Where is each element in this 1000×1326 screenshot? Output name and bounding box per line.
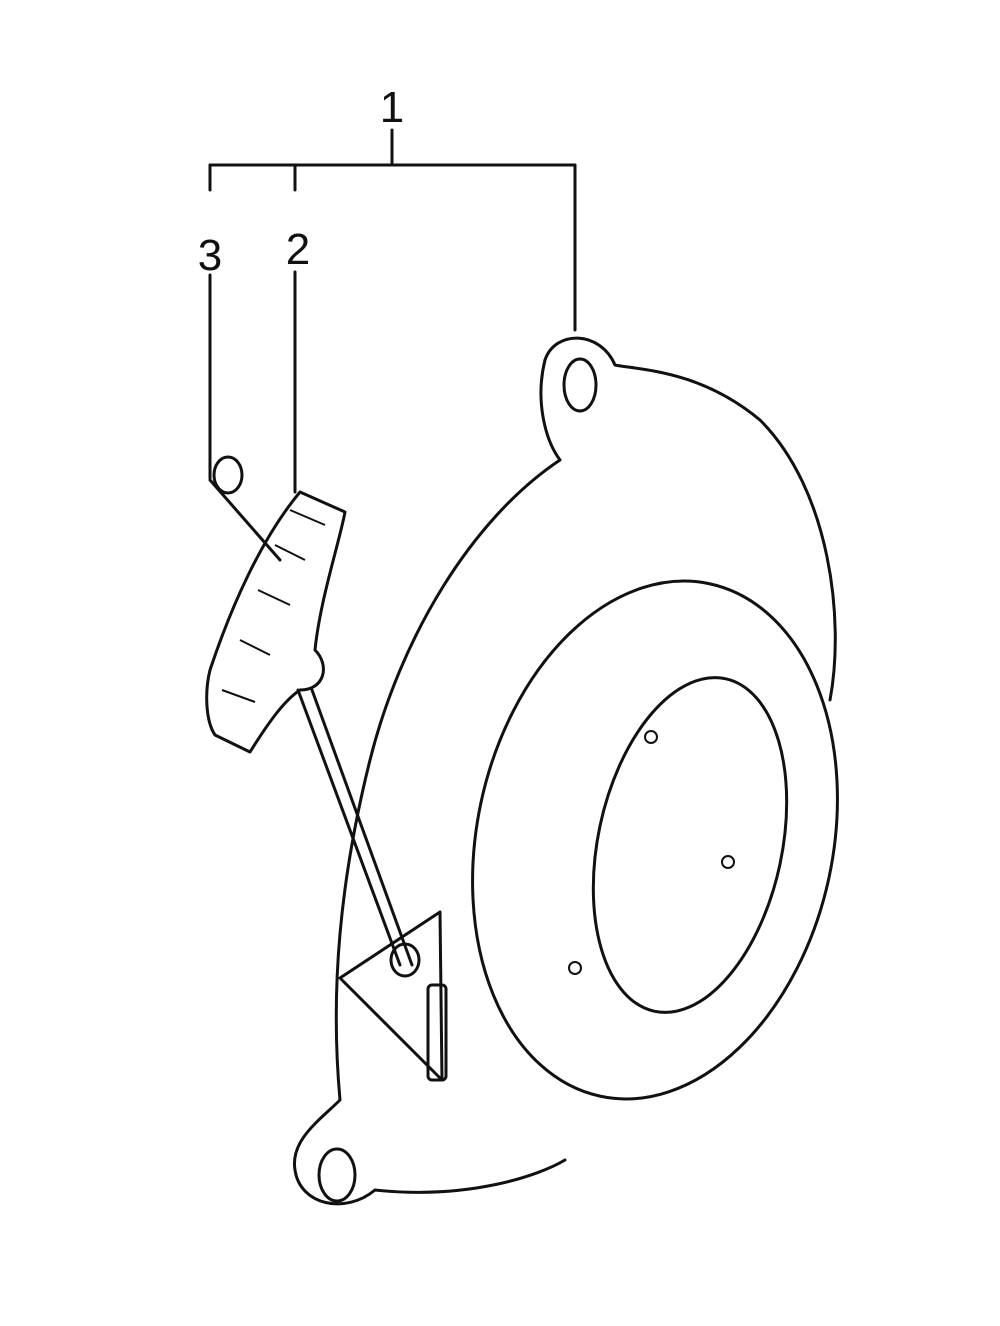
callout-label-1: 1 (380, 83, 404, 132)
mounting-hole-bottom (317, 1147, 357, 1203)
rope-guide (338, 910, 444, 1082)
hub (591, 676, 789, 1014)
front-face (471, 579, 839, 1101)
callout-bracket (208, 128, 577, 494)
guide-boss (426, 983, 448, 1082)
starter-rope (208, 455, 421, 978)
mounting-hole-top (562, 357, 598, 413)
starter-grip (205, 490, 347, 754)
callout-label-2: 2 (286, 225, 310, 274)
callout-label-3: 3 (198, 231, 222, 280)
starter-housing (293, 336, 839, 1206)
